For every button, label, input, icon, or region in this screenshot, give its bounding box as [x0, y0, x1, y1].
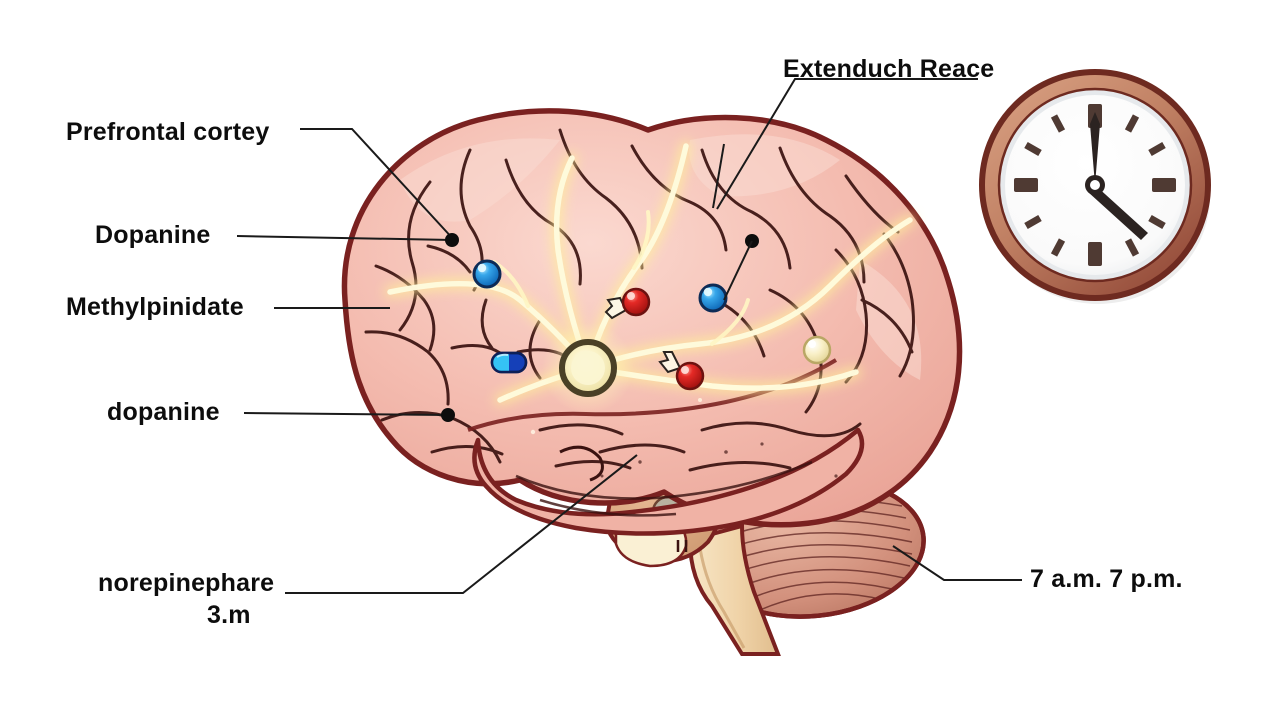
leader-cortex-dot: [712, 143, 759, 301]
sphere-blue-frontal: [472, 259, 502, 289]
leader-prefrontal: [300, 128, 456, 242]
markers-group: [472, 259, 832, 391]
wall-clock: [979, 69, 1211, 304]
capsule-blue: [490, 351, 528, 374]
label-prefrontal-cortex: Prefrontal cortey: [66, 118, 270, 146]
leader-dopamine-low: [243, 408, 455, 422]
cerebrum: [341, 108, 963, 536]
pill-red-lower: [658, 351, 705, 391]
clock-hands: [1085, 112, 1148, 240]
label-methylphenidate: Methylpinidate: [66, 293, 244, 321]
label-extended-release: Extenduch Reace: [783, 55, 995, 83]
clock-ticks: [1014, 104, 1176, 266]
leader-clock-times: [892, 545, 1022, 581]
label-clock-times: 7 a.m. 7 p.m.: [1030, 565, 1183, 593]
sphere-cream-occipital: [802, 335, 832, 365]
pill-red-upper: [604, 287, 651, 320]
label-norepinephrine: norepinephare: [98, 569, 275, 597]
leader-extended: [716, 78, 978, 210]
label-dopamine-lower: dopanine: [107, 398, 220, 426]
leader-norepinephrine: [285, 454, 638, 594]
neural-pathways: [384, 140, 916, 414]
leader-lines: [236, 78, 1022, 594]
leader-dopamine-up: [236, 233, 459, 247]
sphere-blue-parietal: [698, 283, 728, 313]
label-norepinephrine-sub: 3.m: [207, 601, 251, 629]
label-dopamine-upper: Dopanine: [95, 221, 211, 249]
brainstem: [687, 523, 781, 656]
